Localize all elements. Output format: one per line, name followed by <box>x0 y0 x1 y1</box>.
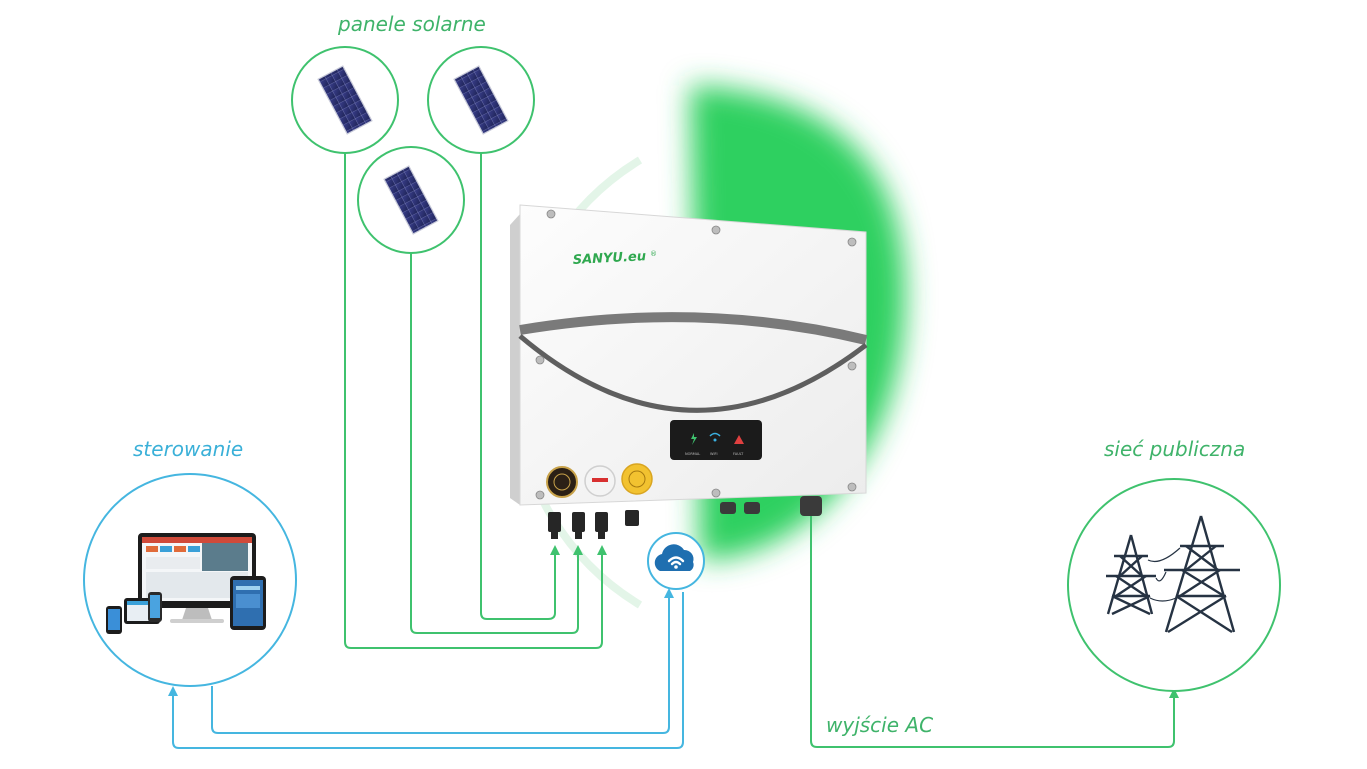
comm-lines <box>172 592 684 749</box>
label-control: sterowanie <box>133 437 244 461</box>
inverter: SANYU.eu ® NORMAL WIFI FAULT <box>510 204 868 539</box>
comm-arrows <box>168 588 674 696</box>
inverter-brand: SANYU.eu <box>572 249 646 268</box>
devices-icon <box>106 533 266 634</box>
led-wifi-label: WIFI <box>710 452 718 456</box>
solar-panel-1 <box>291 46 399 154</box>
dc-lines <box>344 153 1175 748</box>
inverter-brand-mark: ® <box>650 250 657 258</box>
solar-panel-2 <box>427 46 535 154</box>
power-tower-icon <box>1106 515 1240 634</box>
grid-circle <box>1067 478 1281 692</box>
led-fault-label: FAULT <box>733 452 744 456</box>
certificate-badges <box>546 463 653 498</box>
label-solar-panels: panele solarne <box>338 12 486 36</box>
control-circle <box>83 473 297 687</box>
label-ac-output: wyjście AC <box>826 713 934 737</box>
dc-arrows <box>550 545 1179 698</box>
ac-connectors <box>720 496 822 516</box>
solar-panel-3 <box>357 146 465 254</box>
led-normal-label: NORMAL <box>685 452 700 456</box>
dc-connectors <box>548 510 639 539</box>
label-public-grid: sieć publiczna <box>1104 437 1246 461</box>
cloud-wifi-icon <box>647 532 705 590</box>
